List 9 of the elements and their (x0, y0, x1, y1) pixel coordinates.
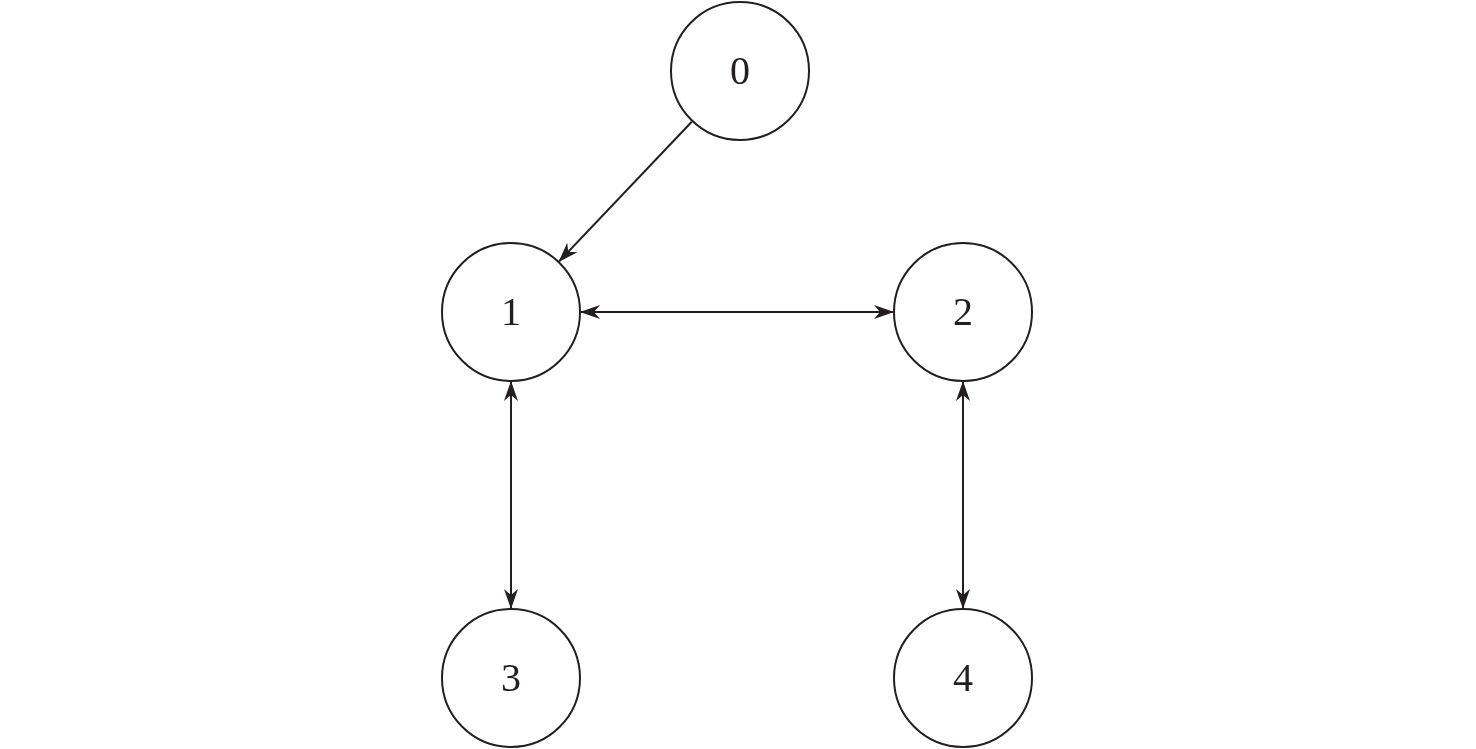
node-label: 2 (953, 292, 973, 332)
arrow (956, 381, 970, 609)
arrow (504, 381, 518, 609)
node-label: 3 (501, 658, 521, 698)
arrow (558, 120, 693, 263)
arrow (580, 305, 894, 319)
node-label: 1 (501, 292, 521, 332)
node-label: 4 (953, 658, 973, 698)
node-label: 0 (730, 51, 750, 91)
